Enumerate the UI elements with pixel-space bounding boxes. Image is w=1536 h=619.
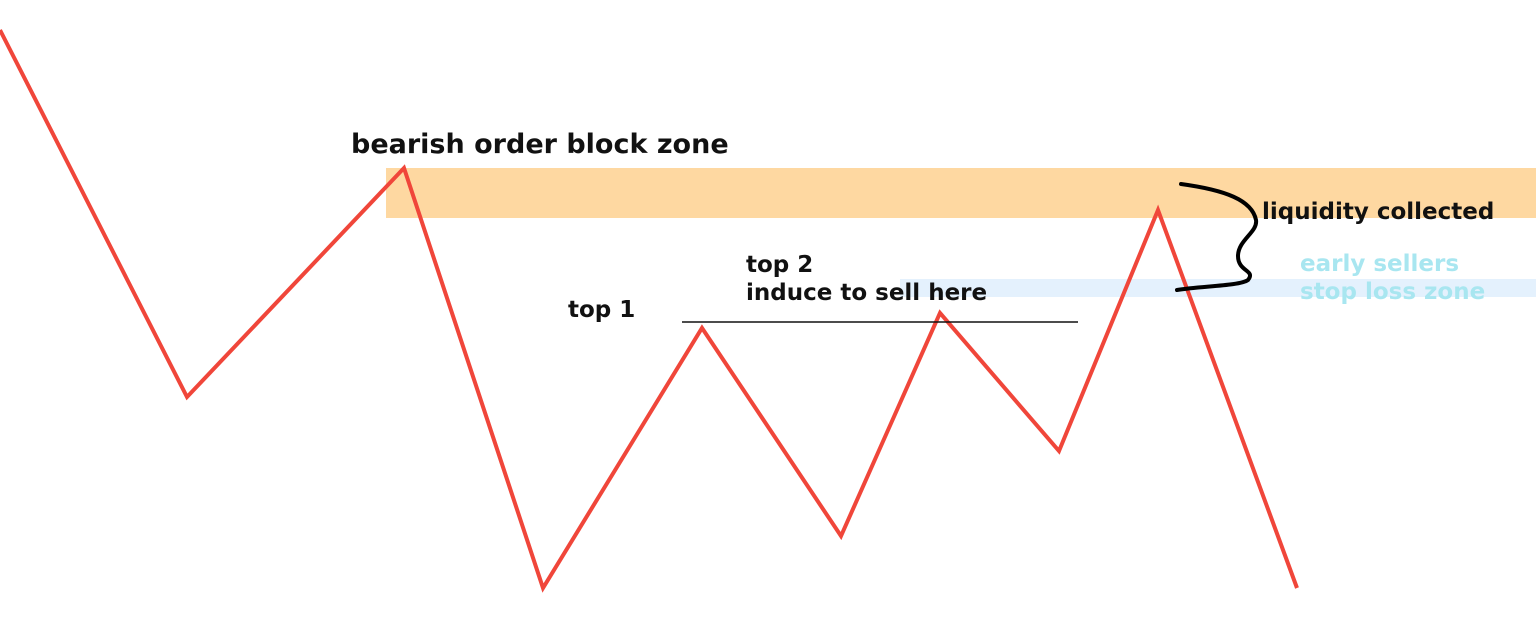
stop-loss-zone <box>900 279 1536 297</box>
liquidity-brace-icon <box>1175 182 1259 292</box>
bearish-order-block-zone <box>386 168 1536 218</box>
early-sellers-label: early sellers <box>1300 251 1460 277</box>
price-path-line <box>0 29 1299 593</box>
liquidity-collected-label: liquidity collected <box>1262 199 1495 225</box>
top-2-label: top 2 <box>746 252 814 278</box>
stop-loss-zone-label: stop loss zone <box>1300 279 1486 305</box>
induce-to-sell-label: induce to sell here <box>746 280 988 306</box>
order-block-label: bearish order block zone <box>351 129 729 160</box>
top-1-label: top 1 <box>568 297 636 323</box>
